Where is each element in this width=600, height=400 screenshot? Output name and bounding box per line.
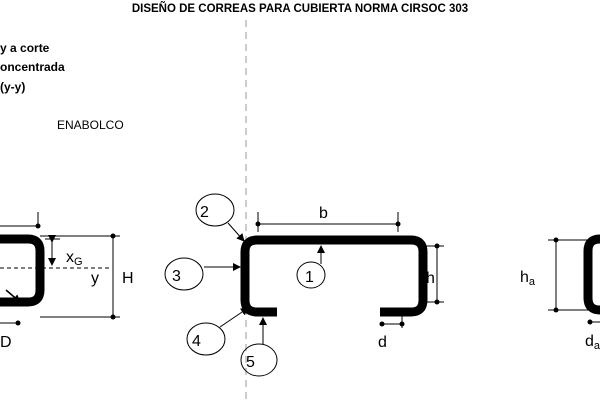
left-diag-arrow: [5, 289, 21, 303]
y-axis-label: y: [91, 270, 99, 287]
D-label: D: [0, 334, 12, 351]
callout-5-circle: [240, 343, 278, 377]
d-label: d: [378, 334, 387, 351]
center-profile-shape: [240, 235, 428, 317]
side-text-line-1: y a corte: [0, 41, 50, 55]
right-section: ha da: [520, 234, 600, 352]
b-dot-right: [395, 221, 401, 227]
b-dot-left: [255, 221, 261, 227]
callout-4-circle: [186, 322, 226, 356]
left-d-dot: [15, 320, 21, 326]
callout-1-label: 1: [305, 269, 314, 286]
da-label: da: [585, 333, 600, 352]
callout-3-circle: [164, 257, 204, 291]
side-text-line-3: (y-y): [0, 80, 26, 94]
left-h-dot-top: [110, 233, 116, 239]
callout-2-label: 2: [200, 204, 209, 221]
document-title: DISEÑO DE CORREAS PARA CUBIERTA NORMA CI…: [131, 3, 469, 15]
da-dot: [587, 319, 593, 325]
H-label: H: [122, 270, 134, 287]
h-dot-bottom: [434, 299, 440, 305]
ha-label: ha: [520, 269, 536, 288]
left-h-dot-bottom: [110, 314, 116, 320]
callout-3-label: 3: [172, 268, 181, 285]
callout-1-circle: [296, 261, 326, 289]
left-section: xG y H D: [0, 212, 134, 351]
callout-2-circle: [195, 193, 235, 227]
callout-4-label: 4: [192, 333, 201, 350]
left-profile-shape: [0, 234, 45, 307]
xg-label: xG: [66, 249, 83, 268]
ha-dot-top: [553, 237, 559, 243]
right-profile-shape: [583, 234, 600, 315]
callout-4-arrow: [219, 307, 249, 328]
h-label: h: [426, 270, 435, 287]
center-section: b h d 1 2 3 4 5: [164, 193, 444, 377]
d-dot-left: [379, 321, 385, 327]
b-label: b: [319, 205, 328, 222]
company-name: ENABOLCO: [57, 118, 124, 132]
callout-5-label: 5: [246, 354, 255, 371]
side-text-line-2: oncentrada: [0, 60, 65, 74]
ha-dot-bottom: [553, 307, 559, 313]
h-dot-top: [434, 243, 440, 249]
callout-2-arrow: [227, 222, 245, 242]
